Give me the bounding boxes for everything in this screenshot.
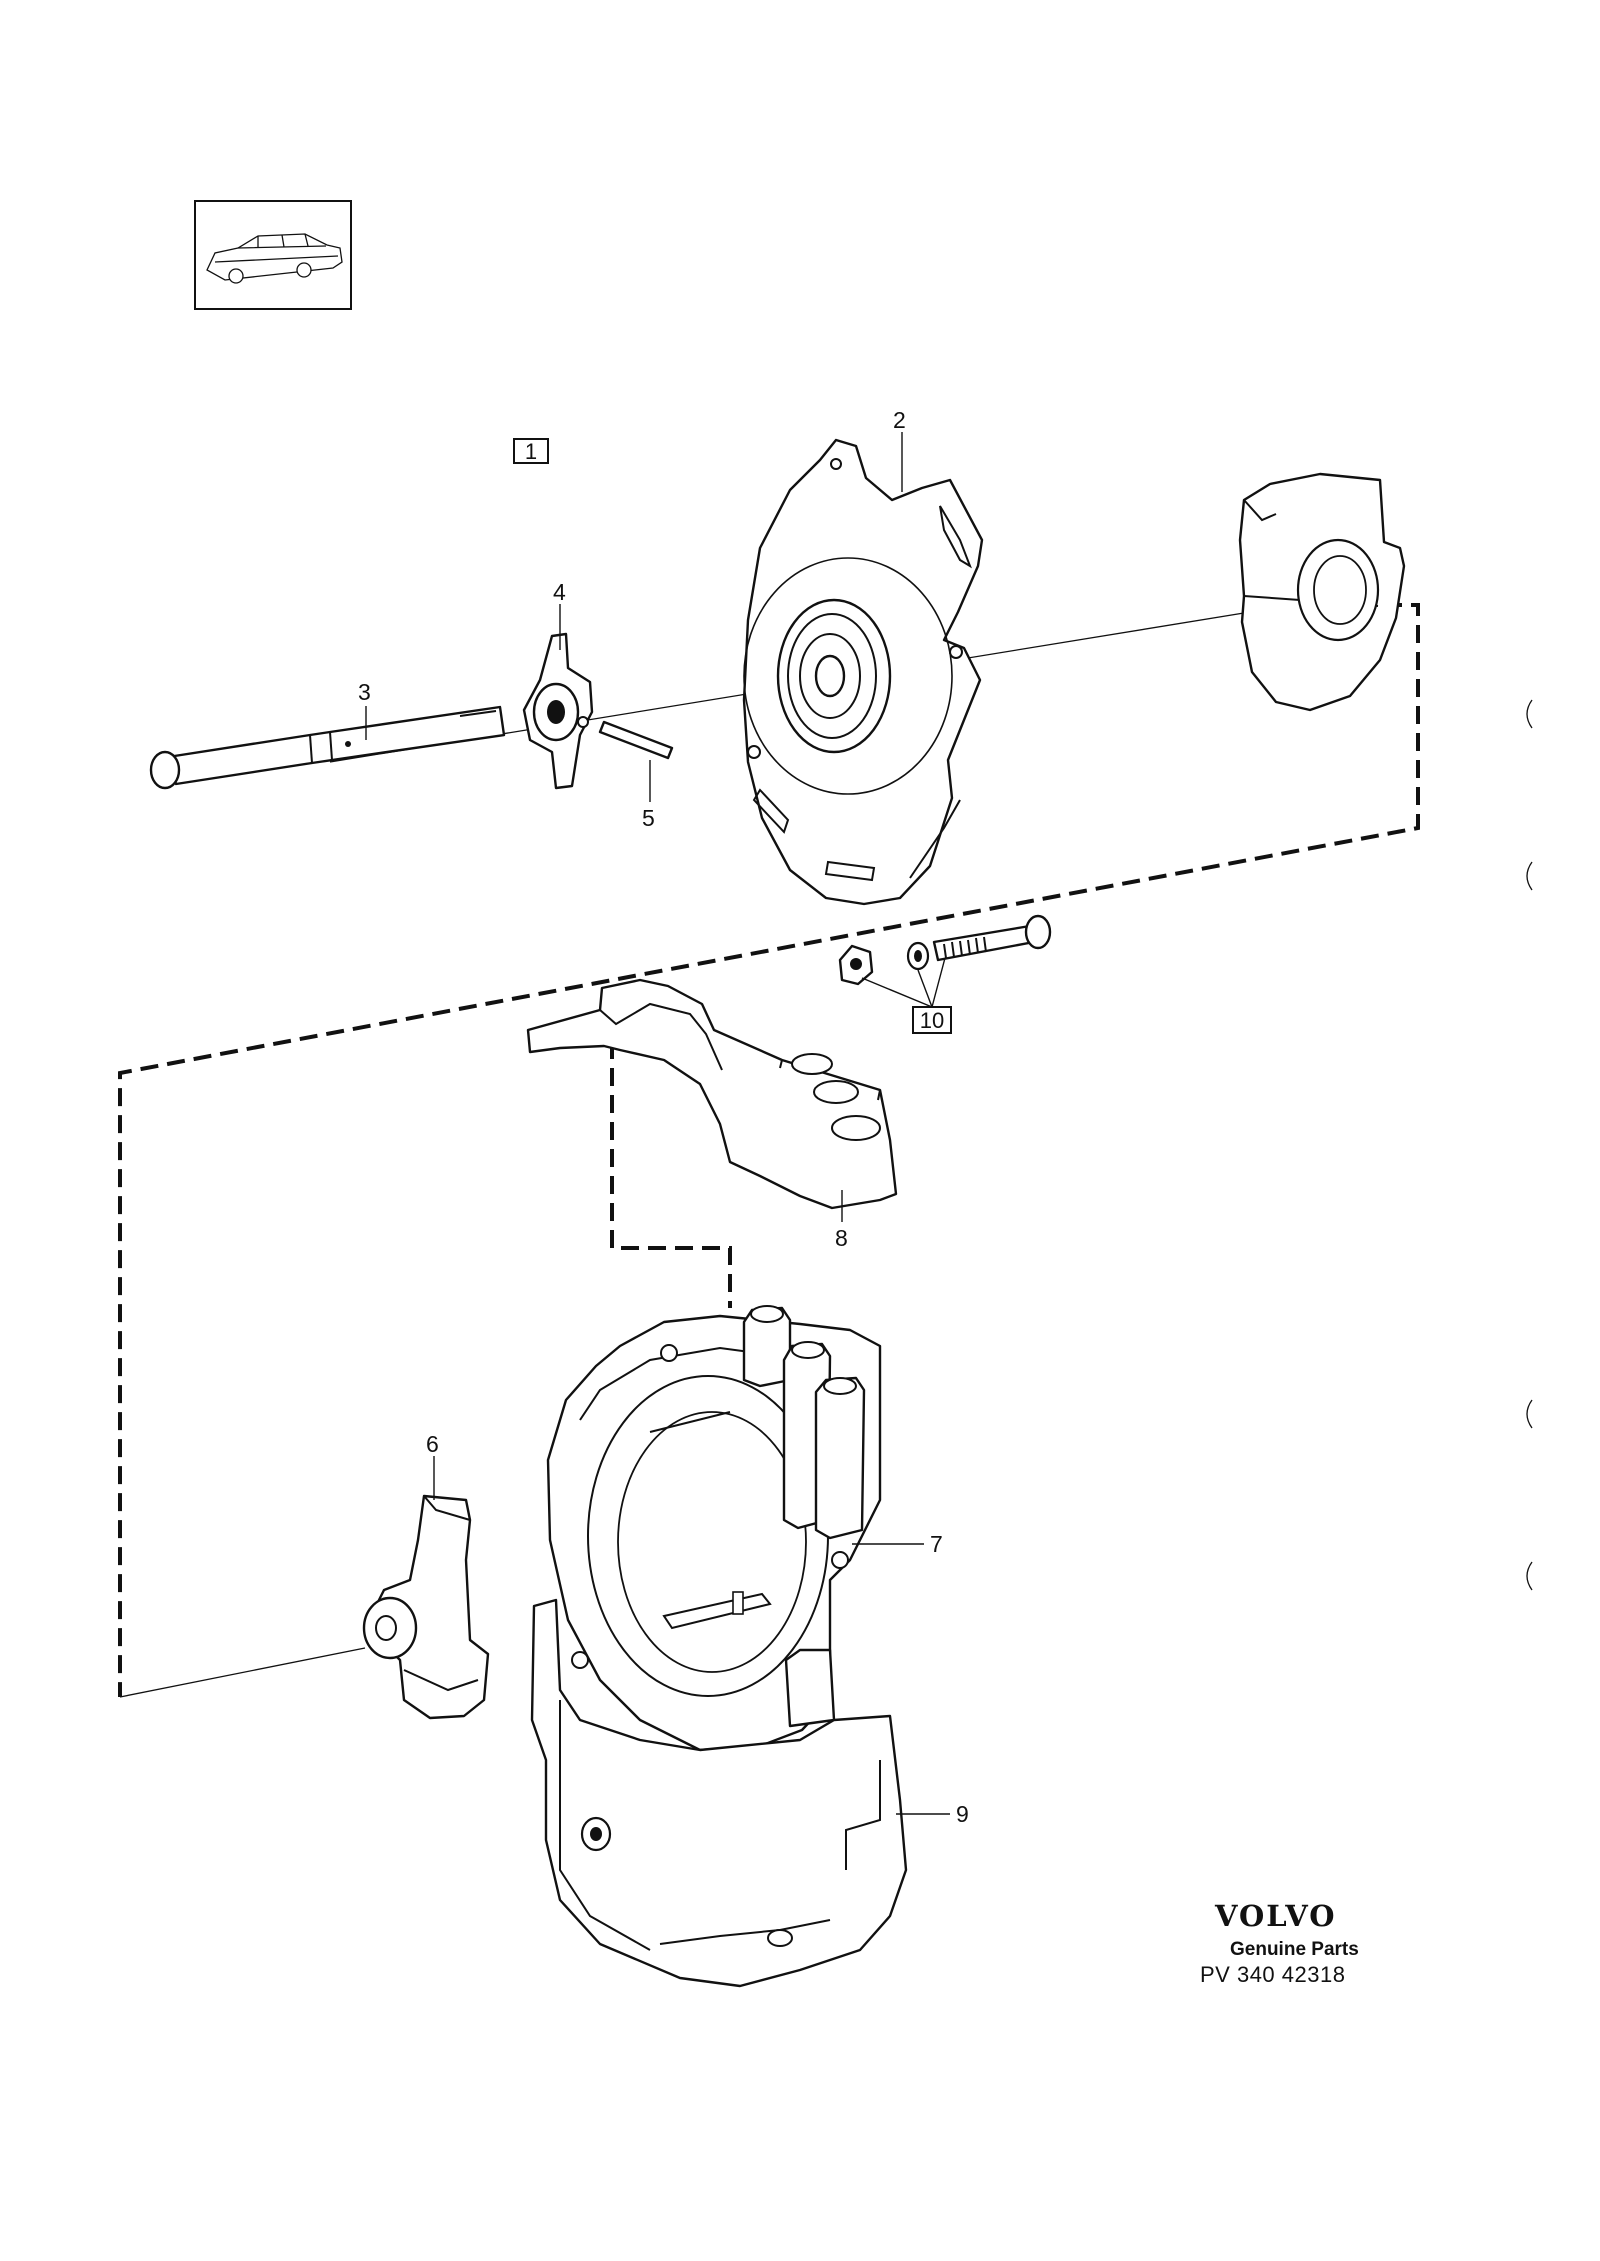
callout-8: 8 [835, 1225, 848, 1251]
reference-code: PV 340 42318 [1200, 1962, 1345, 1987]
callout-5: 5 [642, 805, 655, 831]
callout-10: 10 [920, 1008, 944, 1033]
brand-block: VOLVO Genuine Parts PV 340 42318 [1200, 1899, 1359, 1987]
distributor-cap-part-7 [546, 1305, 882, 1752]
callout-leaders [365, 432, 950, 1815]
rotor-cup-part [1238, 472, 1406, 712]
group-box: 1 [513, 438, 549, 464]
callout-2: 2 [893, 407, 906, 433]
brand-name: VOLVO [1214, 1899, 1336, 1933]
pin-part-5 [598, 720, 674, 760]
shaft-part-3 [149, 705, 506, 790]
callout-9: 9 [956, 1801, 969, 1827]
margin-marks [1526, 699, 1533, 1591]
callout-3: 3 [358, 679, 371, 705]
callout-6: 6 [426, 1431, 439, 1457]
bracket-part-8 [526, 978, 898, 1210]
breaker-plate-part-2 [742, 438, 984, 906]
brand-tagline: Genuine Parts [1230, 1939, 1359, 1960]
callout-4: 4 [553, 579, 566, 605]
car-thumbnail-icon [194, 200, 352, 310]
callouts: 2 3 4 5 6 7 8 9 10 [358, 407, 969, 1827]
group-box-label: 1 [525, 439, 537, 464]
vacuum-unit-part-6 [362, 1494, 490, 1720]
screw-set-part-10 [838, 914, 1052, 1034]
housing-part-9 [530, 1598, 908, 1988]
callout-7: 7 [930, 1531, 943, 1557]
rotor-hub-part-4 [522, 632, 594, 790]
